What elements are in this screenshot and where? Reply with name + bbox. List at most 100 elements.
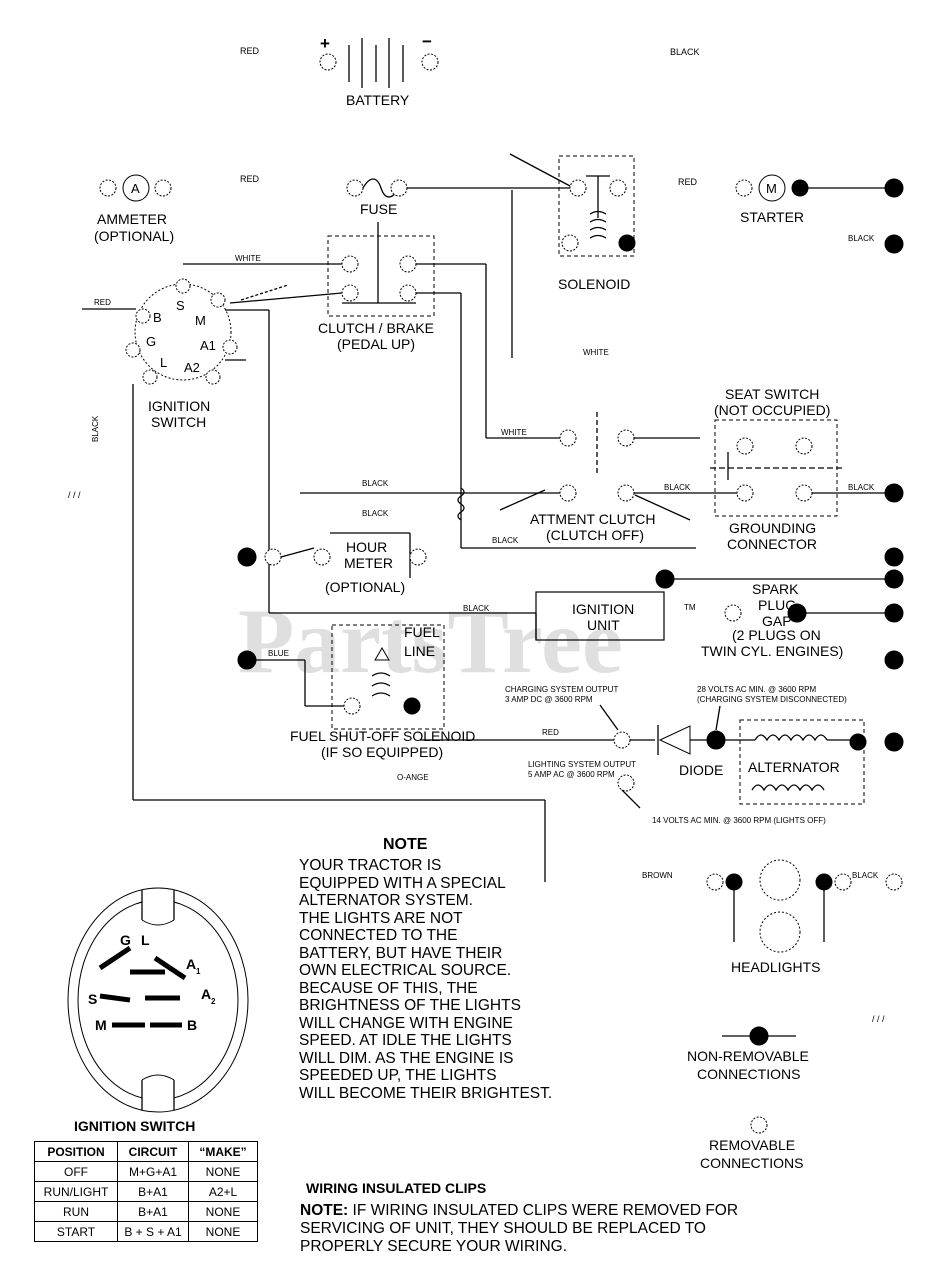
fuel-solenoid: FUEL LINE FUEL SHUT-OFF SOLENOID (IF SO … [237, 624, 475, 760]
volts-28-sub: (CHARGING SYSTEM DISCONNECTED) [697, 695, 847, 704]
ignition-switch-table: POSITION CIRCUIT “MAKE” OFF M+G+A1 NONE … [34, 1141, 258, 1242]
seat-switch-sub: (NOT OCCUPIED) [714, 402, 830, 418]
wire-red-ignition: RED [94, 298, 111, 307]
wire-red-charging: RED [542, 728, 559, 737]
note-line: SPEED. AT IDLE THE LIGHTS [299, 1032, 512, 1049]
face-m: M [95, 1017, 107, 1033]
spark-plug-label: SPARK [752, 581, 799, 597]
wire-black-starter: BLACK [848, 234, 875, 243]
table-cell: M+G+A1 [117, 1161, 189, 1182]
wiring-clips-text: IF WIRING INSULATED CLIPS WERE REMOVED F… [348, 1202, 739, 1219]
battery-label: BATTERY [346, 92, 410, 108]
table-cell: A2+L [188, 1181, 258, 1202]
attment-clutch-sub: (CLUTCH OFF) [546, 527, 644, 543]
charging-output-label: CHARGING SYSTEM OUTPUT [505, 685, 618, 694]
spark-plug-label-2: PLUG [758, 597, 796, 613]
diode-label: DIODE [679, 762, 723, 778]
note-text: YOUR TRACTOR IS EQUIPPED WITH A SPECIAL … [299, 857, 599, 1102]
battery-plus: + [320, 34, 330, 53]
ignition-switch: S B M G A1 L A2 IGNITION SWITCH [125, 278, 238, 430]
fuse-label: FUSE [360, 201, 397, 217]
legend: NON-REMOVABLE CONNECTIONS REMOVABLE CONN… [687, 1026, 809, 1171]
volts-14-label: 14 VOLTS AC MIN. @ 3600 RPM (LIGHTS OFF) [652, 816, 826, 825]
charging-terminal [613, 731, 631, 749]
header-position: POSITION [34, 1141, 118, 1162]
spark-plug-note: (2 PLUGS ON [732, 627, 821, 643]
wire-brown: BROWN [642, 871, 673, 880]
note-line: OWN ELECTRICAL SOURCE. [299, 962, 512, 979]
wire-white-attment: WHITE [501, 428, 527, 437]
wiring-clips-line-3: PROPERLY SECURE YOUR WIRING. [300, 1238, 567, 1255]
trademark: TM [684, 603, 696, 612]
face-a1-sub: 1 [196, 967, 201, 976]
wire-white-switch: WHITE [235, 254, 261, 263]
wire-blue: BLUE [268, 649, 289, 658]
attment-clutch-label: ATTMENT CLUTCH [530, 511, 655, 527]
table-header-row: POSITION CIRCUIT “MAKE” [34, 1141, 258, 1162]
ignition-switch-label: IGNITION [148, 398, 210, 414]
header-circuit: CIRCUIT [117, 1141, 189, 1162]
wire-black-battery: BLACK [670, 47, 700, 57]
watermark: PartsTree [238, 590, 623, 692]
table-cell: B + S + A1 [117, 1221, 189, 1242]
note-line: CONNECTED TO THE [299, 927, 458, 944]
lighting-output-label: LIGHTING SYSTEM OUTPUT [528, 760, 636, 769]
slash-marks-left: / / / [68, 490, 81, 500]
table-cell: NONE [188, 1201, 258, 1222]
clutch-brake-sub: (PEDAL UP) [337, 336, 415, 352]
ignition-switch-face: G L A 1 S A 2 M B [67, 887, 249, 1113]
grounding-connector-label: GROUNDING [729, 520, 816, 536]
note-line: BRIGHTNESS OF THE LIGHTS [299, 997, 521, 1014]
ground-terminal [884, 234, 904, 254]
table-cell: START [34, 1221, 118, 1242]
starter: M STARTER [735, 174, 904, 225]
wire-black-seat: BLACK [848, 483, 875, 492]
wire-red-battery: RED [240, 46, 260, 56]
solenoid-label: SOLENOID [558, 276, 630, 292]
solenoid: SOLENOID [509, 153, 636, 292]
table-cell: NONE [188, 1221, 258, 1242]
terminal-l: L [160, 355, 167, 370]
face-b: B [187, 1017, 197, 1033]
wire-black-lower: BLACK [362, 509, 389, 518]
note-line: WILL DIM. AS THE ENGINE IS [299, 1049, 514, 1067]
wiring-clips-title: WIRING INSULATED CLIPS [306, 1180, 487, 1196]
table-row: OFF M+G+A1 NONE [34, 1161, 258, 1182]
wire-red-ammeter: RED [240, 174, 260, 184]
table-cell: RUN [34, 1201, 118, 1222]
table-row: START B + S + A1 NONE [34, 1221, 258, 1242]
volts-28-label: 28 VOLTS AC MIN. @ 3600 RPM [697, 685, 816, 694]
note-line: WILL CHANGE WITH ENGINE [299, 1014, 513, 1032]
grounding-connector-sub: CONNECTOR [727, 536, 817, 552]
face-l: L [141, 932, 150, 948]
wiring-clips-block: WIRING INSULATED CLIPS NOTE: IF WIRING I… [300, 1179, 780, 1256]
spark-plug-note-2: TWIN CYL. ENGINES) [701, 643, 843, 659]
attachment-clutch-switch: ATTMENT CLUTCH (CLUTCH OFF) [530, 412, 655, 543]
ignition-unit-label: IGNITION [572, 601, 634, 617]
wire-black-ignition: BLACK [91, 415, 100, 442]
wiring-clips-line-1: NOTE: IF WIRING INSULATED CLIPS WERE REM… [300, 1202, 780, 1220]
wire-black-ground: BLACK [664, 483, 691, 492]
wire-white-solenoid: WHITE [583, 348, 609, 357]
lighting-terminal [617, 774, 635, 792]
table-cell: B+A1 [117, 1201, 189, 1222]
terminal-b: B [153, 310, 162, 325]
note-line: ALTERNATOR SYSTEM. [299, 892, 473, 909]
terminal-a1: A1 [200, 338, 216, 353]
fuel-line-label-2: LINE [404, 643, 435, 659]
note-line: BECAUSE OF THIS, THE [299, 979, 478, 997]
face-a1: A [186, 956, 196, 972]
terminal-m: M [195, 313, 206, 328]
legend-non-removable: NON-REMOVABLE [687, 1048, 809, 1064]
terminal-s: S [176, 298, 185, 313]
hour-meter-label: HOUR [346, 539, 387, 555]
table-row: RUN B+A1 NONE [34, 1201, 258, 1222]
charging-output-value: 3 AMP DC @ 3600 RPM [505, 695, 593, 704]
starter-letter: M [766, 181, 777, 196]
wire-black-headlights: BLACK [852, 871, 879, 880]
fuel-solenoid-sub: (IF SO EQUIPPED) [321, 744, 443, 760]
legend-removable-2: CONNECTIONS [700, 1155, 803, 1171]
fuel-line-label: FUEL [404, 624, 440, 640]
wire-black-unit: BLACK [463, 604, 490, 613]
